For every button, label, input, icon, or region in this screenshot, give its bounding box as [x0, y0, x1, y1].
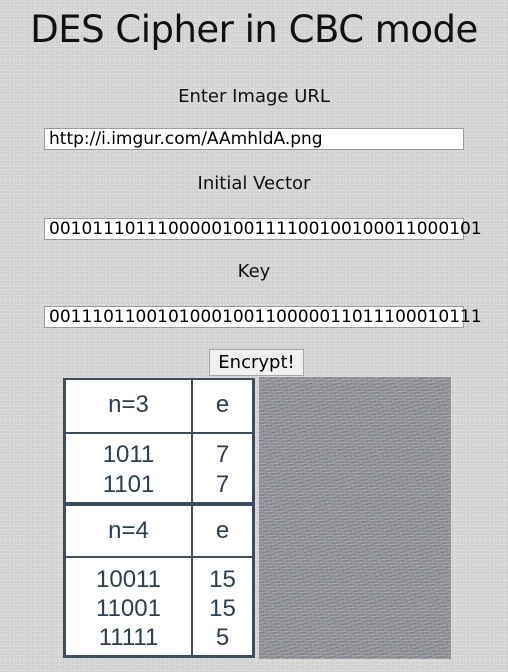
- page-title: DES Cipher in CBC mode: [30, 8, 478, 51]
- table-header-row: n=3 e: [66, 390, 252, 419]
- initial-vector-input[interactable]: 0010111011100000100111100100100011000101: [44, 218, 482, 240]
- initial-vector-label: Initial Vector: [197, 173, 311, 194]
- table-row: 1011 7: [66, 440, 252, 469]
- image-url-input[interactable]: http://i.imgur.com/AAmhldA.png: [44, 128, 464, 150]
- encrypt-button[interactable]: Encrypt!: [209, 349, 304, 376]
- key-label: Key: [237, 261, 271, 282]
- n3-e-2: 7: [215, 471, 230, 498]
- table-header-row: n=4 e: [66, 516, 252, 545]
- table-divider: [66, 556, 252, 558]
- image-url-label: Enter Image URL: [178, 86, 330, 107]
- n4-value-2: 11001: [66, 594, 193, 623]
- n3-value-2: 1101: [66, 470, 193, 499]
- encrypted-image: [259, 377, 451, 659]
- n4-e-1: 15: [209, 566, 236, 593]
- n4-e-2: 15: [209, 595, 236, 622]
- n4-value-3: 11111: [66, 623, 193, 652]
- key-input[interactable]: 0011101100101000100110000011011100010111: [44, 306, 482, 328]
- header-n4: n=4: [66, 516, 193, 545]
- header-e: e: [215, 391, 230, 418]
- n4-e-3: 5: [215, 624, 230, 651]
- table-row: 11111 5: [66, 623, 252, 652]
- n3-value-1: 1011: [66, 440, 193, 469]
- header-e: e: [215, 517, 230, 544]
- header-n3: n=3: [66, 390, 193, 419]
- n4-value-1: 10011: [66, 565, 193, 594]
- table-row: 10011 15: [66, 565, 252, 594]
- n3-e-1: 7: [215, 441, 230, 468]
- table-divider: [66, 502, 252, 506]
- table-row: 1101 7: [66, 470, 252, 499]
- table-divider: [66, 432, 252, 434]
- table-column-divider: [191, 380, 193, 656]
- source-image-table: n=3 e 1011 7 1101 7 n=4 e 10011 15 11001…: [63, 378, 255, 658]
- table-row: 11001 15: [66, 594, 252, 623]
